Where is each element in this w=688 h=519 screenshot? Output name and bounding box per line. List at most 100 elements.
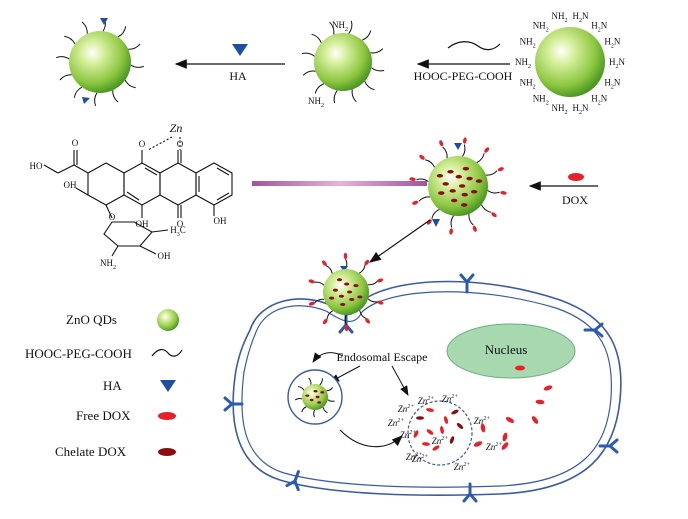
qd-sphere-icon: [69, 31, 131, 93]
legend-chelate-dox-label: Chelate DOX: [55, 444, 127, 459]
peg-chain-icon: [326, 387, 333, 392]
zn-ion-label: Zn2+: [400, 430, 417, 440]
chelate-dox-icon: [450, 198, 458, 203]
free-dox-icon: [413, 430, 419, 438]
chelate-dox-icon: [313, 390, 318, 393]
peg-chain-icon: [94, 92, 98, 106]
peg-chain-icon: [468, 213, 474, 226]
free-dox-cytoplasm: [473, 385, 553, 450]
chelate-dox-icon: [309, 398, 314, 402]
zn-ion-label: Zn2+: [406, 452, 423, 462]
zn-ion-label: Zn2+: [486, 442, 503, 452]
qd-ha-functionalized: [56, 18, 144, 106]
zn-ion-label: Zn2+: [474, 416, 491, 426]
atom-label: O: [177, 219, 184, 229]
atom-label: O: [177, 139, 184, 149]
peg-chain-icon: [364, 81, 375, 91]
peg-chain-icon: [359, 264, 366, 274]
qd-binding: [308, 252, 384, 332]
zn-ion-label: Zn2+: [432, 436, 449, 446]
arrow-to-cell: [369, 219, 431, 263]
peg-chain-icon: [480, 204, 491, 213]
free-dox-icon: [432, 445, 440, 451]
peg-chain-icon: [442, 146, 448, 159]
qd-sphere-icon: [428, 156, 488, 216]
peg-chain-icon: [59, 74, 72, 81]
free-dox-icon: [535, 399, 545, 405]
receptors: [223, 273, 619, 503]
free-dox-icon: [531, 416, 539, 424]
chelate-dox-icon: [349, 297, 355, 301]
peg-chain-icon: [418, 196, 431, 202]
chelate-dox-icon: [470, 189, 478, 194]
free-dox-icon: [343, 252, 348, 260]
peg-chain-icon: [117, 26, 127, 38]
endosome: [287, 369, 343, 425]
legend-qd-label: ZnO QDs: [66, 312, 117, 327]
amine-label: H2N: [604, 37, 621, 50]
peg-chain-icon: [416, 178, 429, 182]
free-dox-icon: [515, 365, 525, 371]
dox-structure-labels: Zn HO O OH O O OH O OH O H3C OH NH2: [30, 121, 227, 271]
peg-chain-icon: [370, 48, 384, 54]
chelation-link: [252, 181, 427, 186]
receptor-icon: [598, 438, 619, 454]
ha-triangle-icon: [82, 97, 90, 104]
free-dox-icon: [568, 173, 584, 181]
chelate-dox-icon: [338, 294, 345, 298]
peg-chain-icon: [294, 398, 303, 401]
chelate-dox-icon: [332, 288, 339, 292]
chelate-dox-icon: [449, 436, 455, 444]
peg-chain-icon: [329, 21, 335, 35]
atom-label: HO: [30, 161, 43, 171]
receptor-icon: [459, 273, 475, 294]
zn-ion-label: Zn2+: [442, 394, 459, 404]
chelate-dox-icon: [455, 174, 462, 179]
peg-chain-icon: [308, 377, 312, 385]
ha-triangle-icon: [432, 219, 440, 227]
dox-label: DOX: [562, 193, 588, 207]
atom-label: O: [139, 139, 146, 149]
peg-chain-icon: [485, 170, 498, 176]
chelate-dox-icon: [344, 282, 350, 286]
peg-chain-icon: [73, 86, 83, 98]
peg-chain-icon: [487, 190, 500, 194]
peg-chain-icon: [344, 314, 347, 326]
free-dox-icon: [308, 301, 316, 306]
ha-label: HA: [229, 69, 247, 83]
receptor-icon: [462, 482, 478, 503]
chelate-dox-icon: [438, 191, 445, 195]
chelate-dox-icon: [320, 391, 325, 394]
peg-chain-icon: [130, 64, 144, 68]
free-dox-icon: [426, 408, 434, 412]
chelate-dox-icon: [317, 401, 322, 404]
chelate-dox-icon: [442, 182, 449, 186]
free-dox-icon: [364, 259, 370, 266]
dox-step: DOX: [528, 173, 598, 207]
free-dox-icon: [440, 426, 444, 434]
chelate-dox-icon: [447, 169, 454, 174]
zn-ion-label: Zn2+: [412, 454, 429, 464]
free-dox-icon: [422, 442, 430, 446]
chelate-dox-icon: [458, 184, 466, 188]
peg-chain-icon: [311, 33, 322, 43]
ha-triangle-icon: [454, 143, 462, 150]
amine-label: NH2: [515, 57, 531, 70]
free-dox-icon: [543, 385, 553, 391]
peg-chain-icon: [371, 67, 385, 72]
amine-label: H2N: [572, 11, 589, 24]
chelate-dox-icon: [461, 192, 468, 197]
dox-zn-chelate-structure: [43, 136, 233, 257]
amine-label: NH2: [520, 37, 536, 50]
qd-sphere-icon: [323, 269, 369, 315]
peg-chain-icon: [447, 41, 501, 51]
zn-ion-label: Zn2+: [388, 418, 405, 428]
endosomal-escape: Endosomal Escape: [312, 350, 427, 396]
peg-chain-icon: [359, 310, 367, 319]
legend-ha-label: HA: [103, 378, 122, 393]
peg-chain-icon: [348, 20, 353, 34]
free-dox-icon: [426, 429, 434, 435]
legend-chelate-dox-icon: [158, 448, 176, 456]
